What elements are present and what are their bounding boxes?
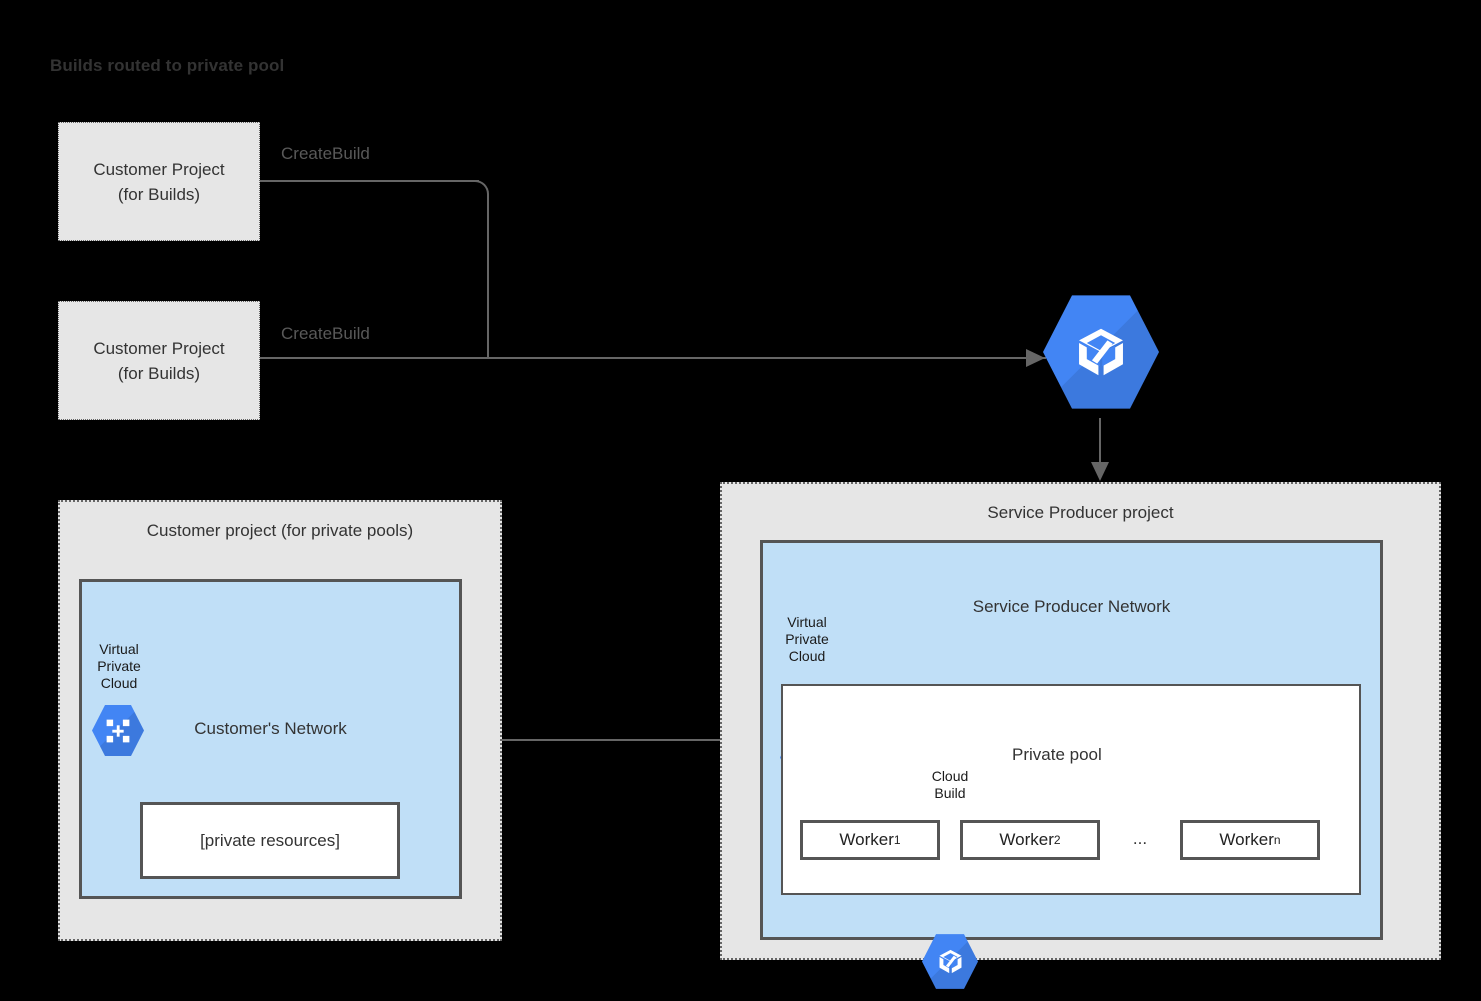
- customer-project-builds-box-1[interactable]: Customer Project (for Builds): [58, 122, 260, 241]
- customer-project-builds-line2: (for Builds): [117, 184, 201, 204]
- vpc-caption-line2: Private: [97, 658, 141, 674]
- private-pool-title: Private pool: [1012, 745, 1102, 764]
- service-producer-network-title: Service Producer Network: [972, 597, 1171, 616]
- edge-label-createbuild-1: CreateBuild: [281, 144, 370, 163]
- connector-createbuild-top-horizontal: [260, 180, 479, 182]
- edge-label-createbuild-2: CreateBuild: [281, 324, 370, 343]
- worker-index: 1: [893, 833, 901, 847]
- cloud-build-caption-line1: Cloud: [931, 768, 969, 784]
- connector-createbuild-elbow: [473, 180, 489, 196]
- worker-index: n: [1273, 833, 1281, 847]
- vpc-network-glyph: [106, 719, 130, 742]
- cloud-build-cube-glyph: [1079, 328, 1123, 376]
- cloud-build-cube-glyph: [939, 949, 961, 974]
- vpc-caption-line3: Cloud: [100, 675, 138, 691]
- vpc-caption-line3: Cloud: [788, 648, 826, 664]
- cloud-build-icon-caption: Cloud Build: [904, 768, 996, 802]
- vpc-icon-caption: Virtual Private Cloud: [761, 614, 853, 665]
- worker-ellipsis: ...: [1132, 829, 1148, 848]
- worker-label: Worker: [839, 830, 894, 849]
- private-pool-box: [781, 684, 1361, 895]
- vpc-caption-line1: Virtual: [787, 614, 827, 630]
- vpc-caption-line2: Private: [785, 631, 829, 647]
- private-resources-box[interactable]: [private resources]: [140, 802, 400, 879]
- page-title: Builds routed to private pool: [50, 56, 285, 75]
- connector-createbuild-top-vertical: [487, 194, 489, 358]
- customer-project-builds-line2: (for Builds): [117, 363, 201, 383]
- worker-label: Worker: [1219, 830, 1274, 849]
- worker-label: Worker: [999, 830, 1054, 849]
- customer-network-title: Customer's Network: [194, 719, 347, 738]
- customer-project-panel-title: Customer project (for private pools): [146, 521, 414, 540]
- cloud-build-icon: [1043, 295, 1159, 409]
- arrowhead-to-service-producer: [1091, 462, 1109, 481]
- connector-network-peering: [478, 739, 748, 741]
- connector-createbuild-main-horizontal: [260, 357, 1046, 359]
- worker-index: 2: [1053, 833, 1061, 847]
- service-producer-panel-title: Service Producer project: [987, 503, 1174, 522]
- customer-project-builds-line1: Customer Project: [93, 159, 225, 179]
- customer-project-builds-line1: Customer Project: [93, 338, 225, 358]
- customer-project-builds-box-2[interactable]: Customer Project (for Builds): [58, 301, 260, 420]
- arrowhead-to-cloud-build: [1026, 349, 1045, 367]
- vpc-caption-line1: Virtual: [99, 641, 139, 657]
- connector-cloudbuild-to-producer: [1099, 418, 1101, 466]
- private-resources-label: [private resources]: [200, 830, 340, 850]
- cloud-build-caption-line2: Build: [934, 785, 966, 801]
- vpc-icon-caption: Virtual Private Cloud: [73, 641, 165, 692]
